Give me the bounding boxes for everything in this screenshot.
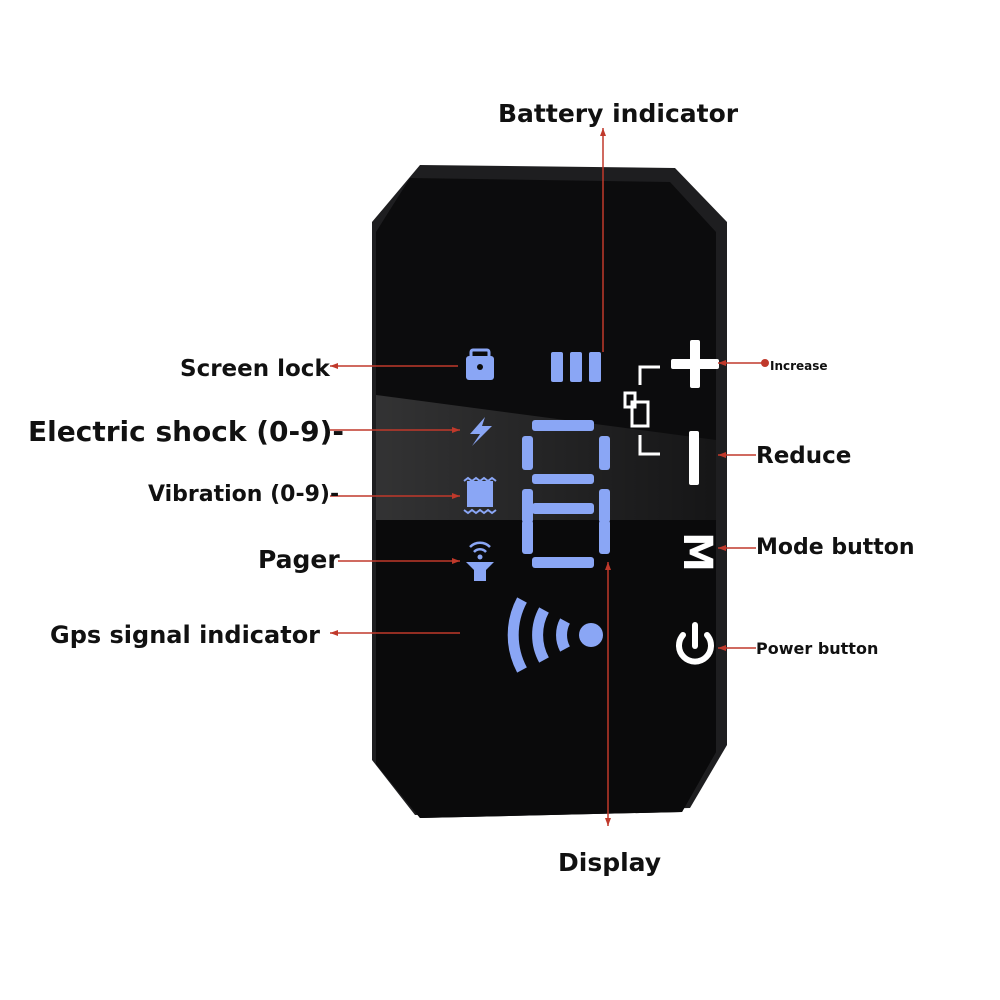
- pointer-lines: [330, 128, 769, 826]
- increase-button[interactable]: [671, 340, 719, 388]
- label-electric-shock: Electric shock (0-9)-: [28, 415, 345, 448]
- label-pager: Pager: [258, 545, 340, 574]
- label-mode-button: Mode button: [756, 535, 915, 560]
- screen-glare: [376, 395, 716, 520]
- vibration-icon: [463, 476, 497, 515]
- mode-button[interactable]: M: [674, 532, 720, 572]
- digit-2: [522, 503, 610, 568]
- label-gps-signal: Gps signal indicator: [50, 621, 321, 649]
- reduce-button[interactable]: [689, 431, 699, 485]
- label-screen-lock: Screen lock: [180, 356, 330, 382]
- label-reduce: Reduce: [756, 443, 852, 469]
- power-button[interactable]: [676, 622, 714, 665]
- label-battery-indicator: Battery indicator: [498, 99, 739, 128]
- pager-icon: [466, 541, 494, 581]
- gps-signal-icon: [507, 597, 603, 673]
- seven-segment-display: [522, 420, 610, 568]
- device-body: [372, 165, 727, 818]
- battery-bars-icon: [551, 352, 601, 382]
- label-vibration: Vibration (0-9)-: [148, 482, 340, 507]
- label-increase: Increase: [770, 359, 828, 373]
- digit-1: [522, 420, 610, 523]
- label-display: Display: [558, 848, 662, 877]
- lightning-icon: [470, 417, 492, 446]
- mode-bracket-icon: [623, 365, 660, 456]
- lock-icon: [466, 348, 494, 380]
- label-power-button: Power button: [756, 639, 879, 658]
- power-icon: [676, 632, 714, 665]
